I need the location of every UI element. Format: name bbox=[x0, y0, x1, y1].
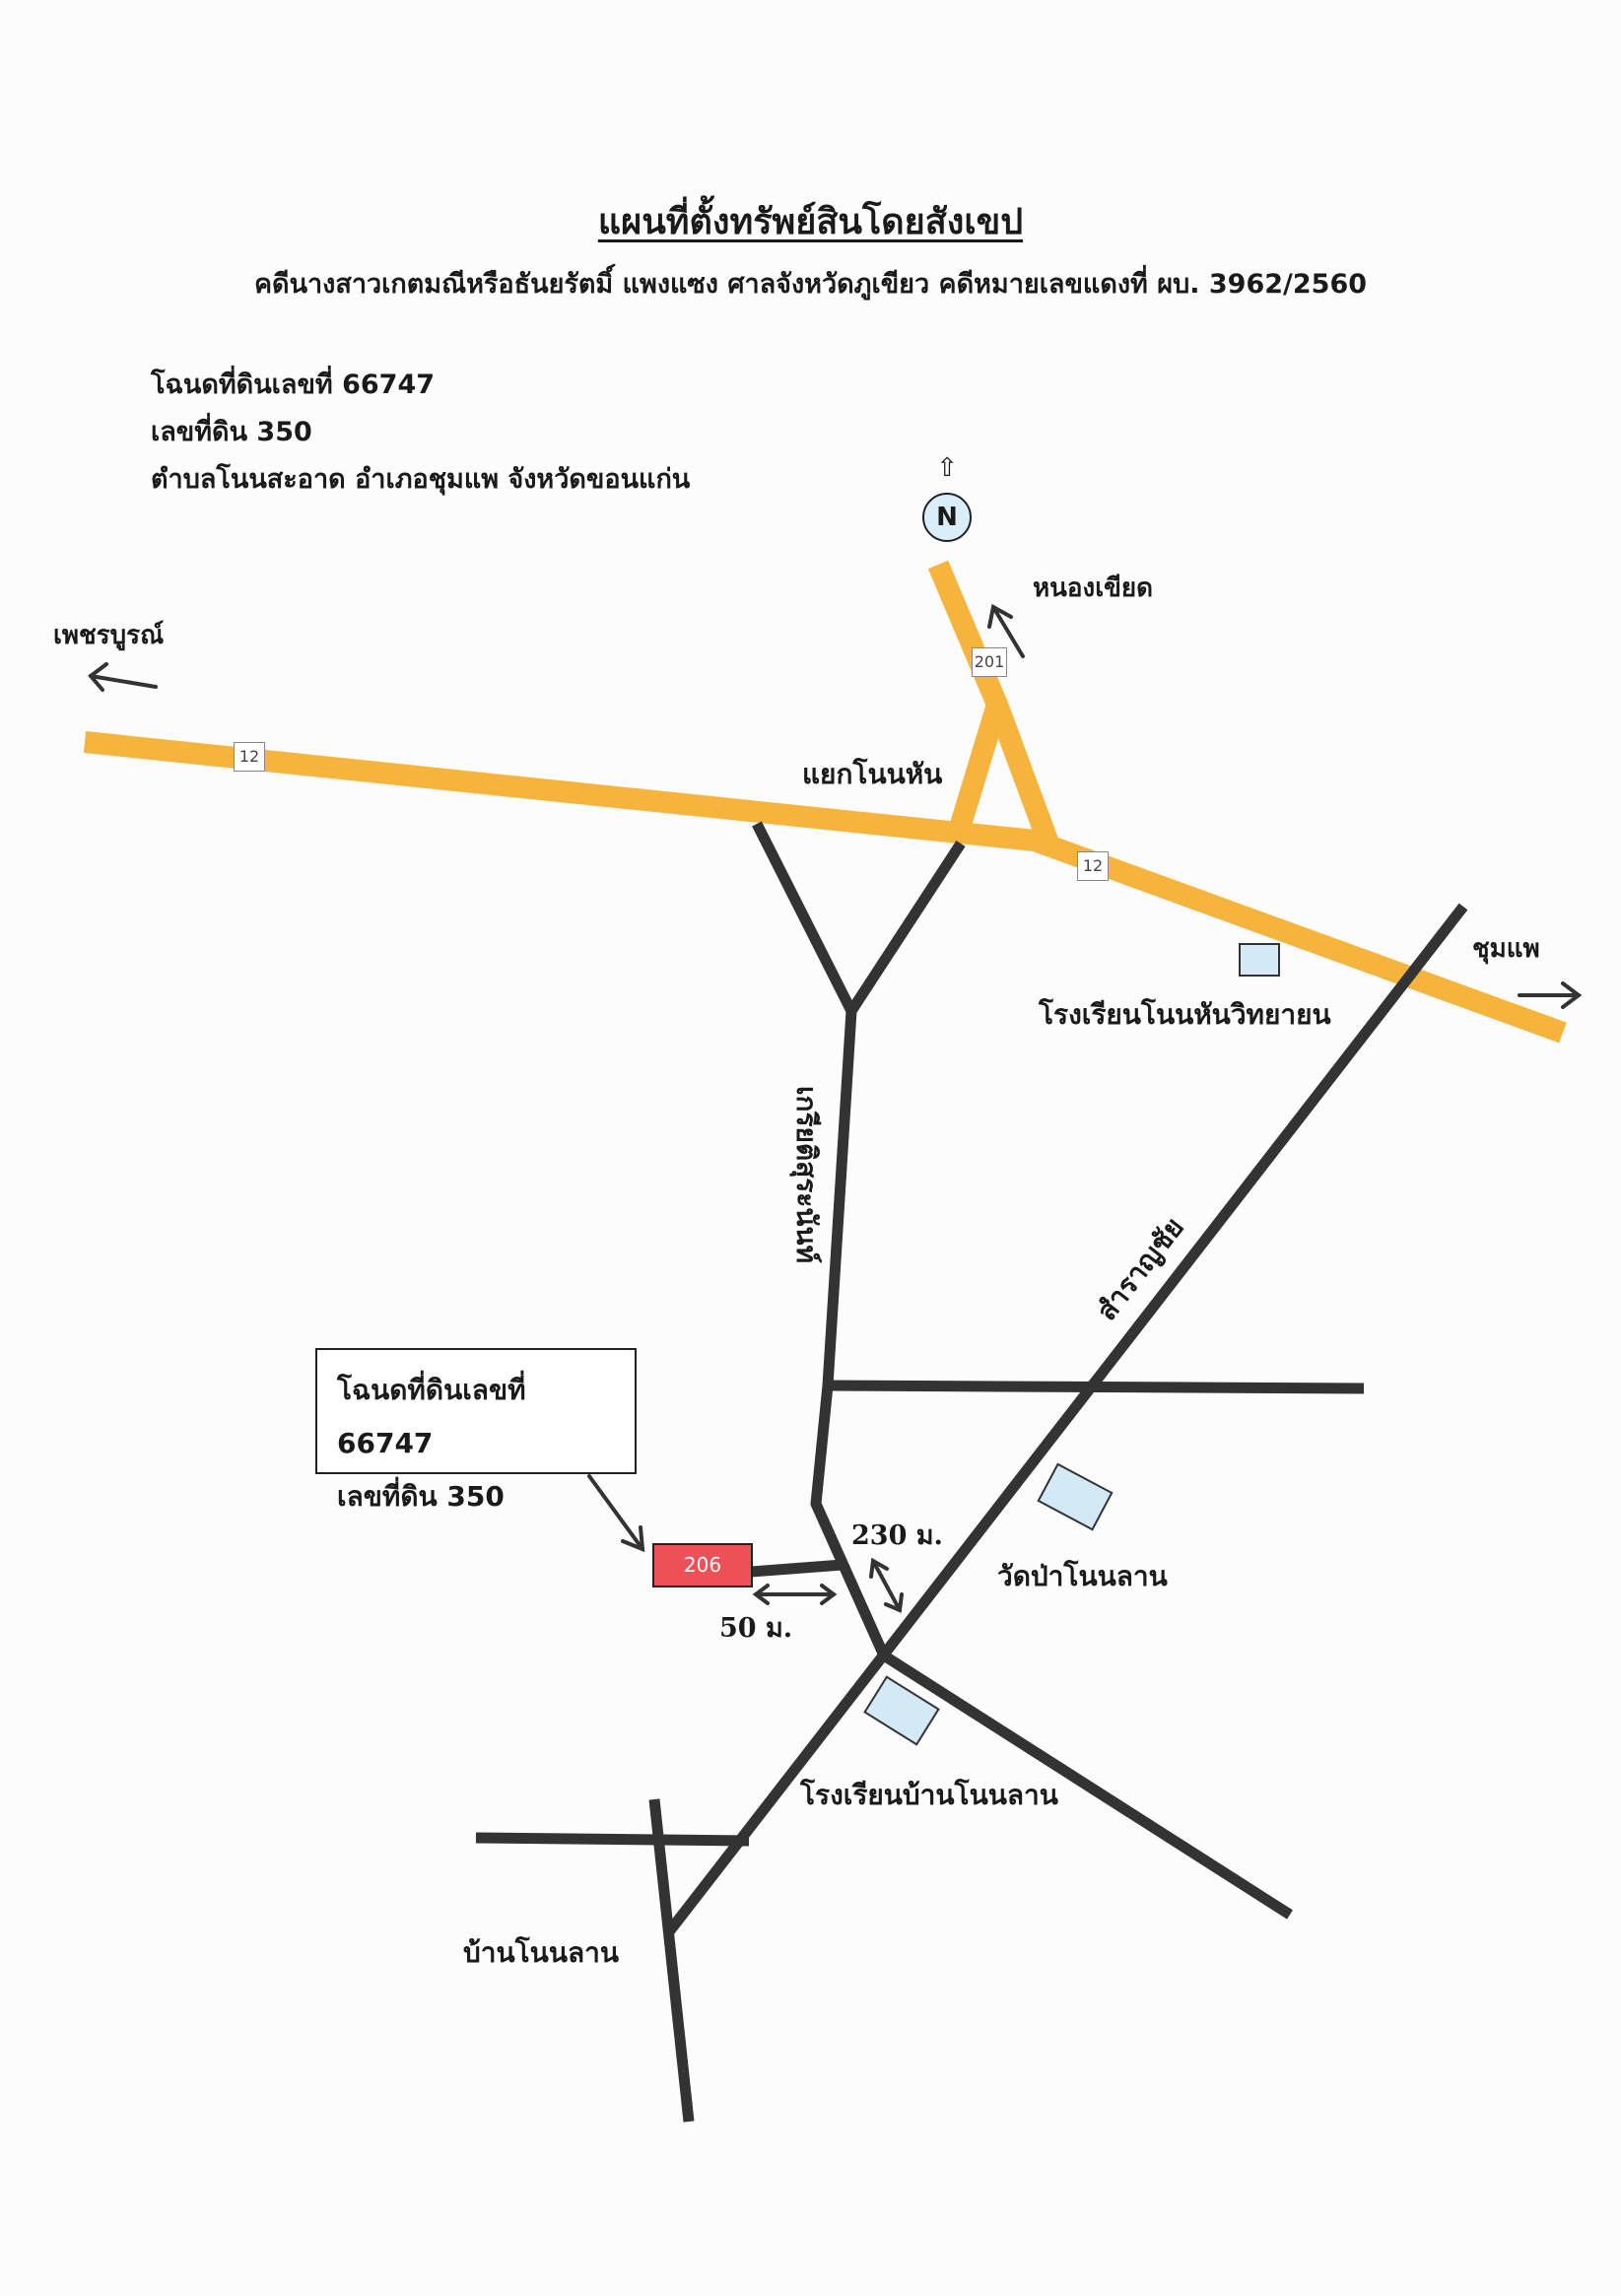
highway-12-east-shield: 12 bbox=[1077, 851, 1109, 881]
road-kiat-right-fork bbox=[846, 840, 966, 1015]
road-ban-non-lan bbox=[648, 1798, 695, 2123]
map-title: แผนที่ตั้งทรัพย์สินโดยสังเขป bbox=[597, 202, 1024, 242]
label-non-han-junction: แยกโนนหัน bbox=[802, 758, 943, 790]
deed-callout: โฉนดที่ดินเลขที่ 66747 เลขที่ดิน 350 bbox=[315, 1348, 637, 1513]
road-west bbox=[475, 1832, 750, 1847]
highway-layer bbox=[83, 560, 1567, 1044]
road-plot-access bbox=[750, 1559, 844, 1578]
distance-50-head-b bbox=[820, 1584, 838, 1605]
callout-deed: โฉนดที่ดินเลขที่ 66747 bbox=[337, 1374, 526, 1459]
road-samran bbox=[662, 903, 1468, 1938]
case-subtitle: คดีนางสาวเกตมณีหรือธันยรัตมิ์ แพงแซง ศาล… bbox=[253, 269, 1368, 300]
road-cross-north bbox=[823, 1380, 1365, 1394]
north-east-arrow-icon bbox=[991, 605, 1025, 658]
label-phetchabun: เพชรบูรณ์ bbox=[53, 621, 165, 650]
label-kiat-road: เกรียติสุระนันท์ bbox=[790, 1085, 824, 1264]
non-han-school-marker bbox=[1239, 943, 1280, 977]
label-wat-pa: วัดป่าโนนลาน bbox=[997, 1560, 1168, 1592]
highway-201-shield: 201 bbox=[972, 647, 1007, 677]
west-arrow-icon bbox=[89, 674, 158, 689]
label-distance-230: 230 ม. bbox=[851, 1520, 943, 1551]
property-plot-marker: 206 bbox=[652, 1543, 753, 1587]
road-kiat bbox=[810, 1010, 890, 1658]
road-southeast bbox=[881, 1651, 1293, 1920]
info-location: ตำบลโนนสะอาด อำเภอชุมแพ จังหวัดขอนแก่น bbox=[151, 464, 691, 495]
ban-school-marker bbox=[863, 1675, 940, 1746]
callout-pointer-arrow bbox=[587, 1474, 644, 1551]
highway-12-west-shield: 12 bbox=[234, 742, 265, 772]
distance-50-head-a bbox=[752, 1584, 770, 1605]
landmark-layer bbox=[863, 943, 1280, 1746]
distance-230-head-b bbox=[884, 1592, 904, 1613]
up-arrow-icon: ⇧ bbox=[936, 453, 958, 483]
label-ban-non-lan: บ้านโนนลาน bbox=[463, 1936, 619, 1969]
arrow-layer bbox=[88, 603, 1583, 1613]
road-kiat-left-fork bbox=[752, 821, 856, 1014]
label-chum-phae: ชุมแพ bbox=[1472, 934, 1540, 964]
info-land-no: เลขที่ดิน 350 bbox=[151, 417, 312, 447]
east-arrow-head bbox=[1561, 981, 1583, 1009]
callout-land-no: เลขที่ดิน 350 bbox=[337, 1480, 505, 1513]
label-ban-school: โรงเรียนบ้านโนนลาน bbox=[800, 1779, 1058, 1811]
west-arrow-head bbox=[88, 662, 108, 692]
info-deed: โฉนดที่ดินเลขที่ 66747 bbox=[151, 370, 436, 400]
callout-pointer-head bbox=[621, 1525, 645, 1553]
north-indicator: N bbox=[922, 493, 972, 542]
distance-230-head-a bbox=[869, 1557, 889, 1579]
north-east-arrow-head bbox=[987, 603, 1013, 629]
highway-12 bbox=[83, 731, 1567, 1044]
local-road-layer bbox=[475, 821, 1468, 2123]
wat-pa-marker bbox=[1037, 1462, 1114, 1531]
label-nong-khiat: หนองเขียด bbox=[1033, 574, 1154, 603]
distance-230-arrow bbox=[871, 1559, 902, 1612]
label-non-han-school: โรงเรียนโนนหันวิทยายน bbox=[1039, 998, 1331, 1031]
label-distance-50: 50 ม. bbox=[719, 1613, 793, 1644]
highway-201-branch bbox=[945, 701, 1008, 844]
